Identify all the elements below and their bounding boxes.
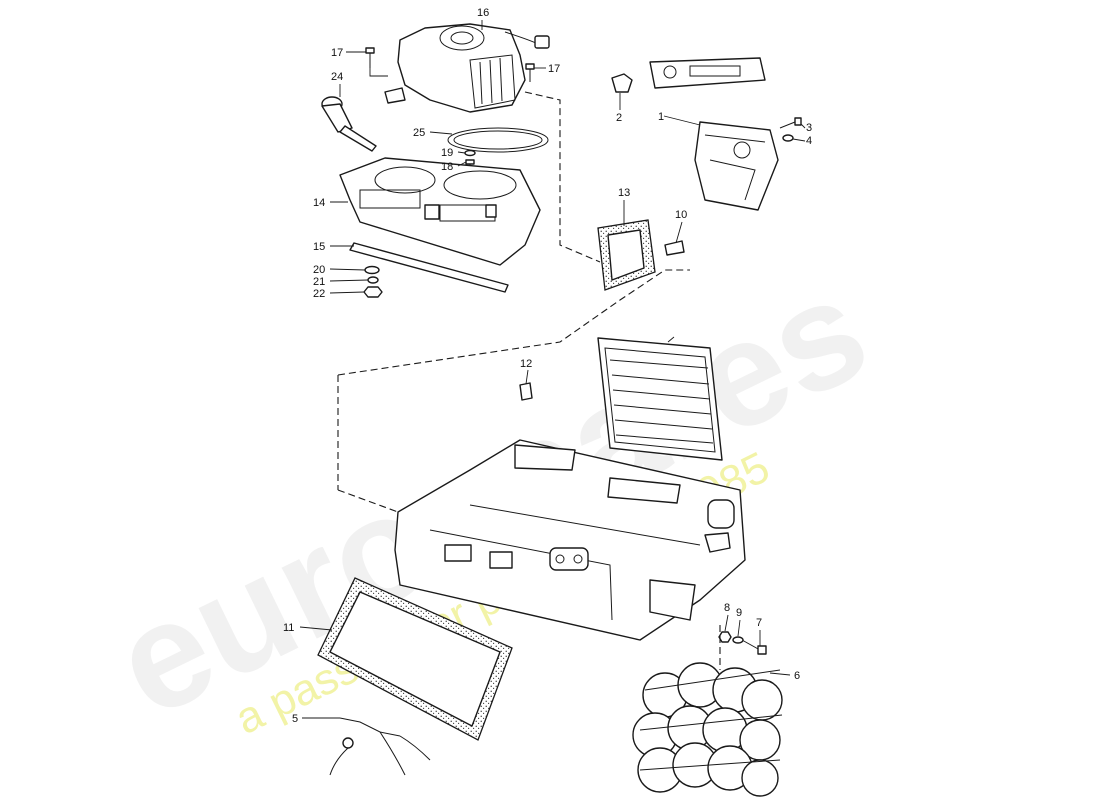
part-11-gasket-frame <box>317 577 513 741</box>
part-14-fan-housing <box>339 157 541 266</box>
callout-13: 13 <box>618 187 630 199</box>
callout-5: 5 <box>292 713 298 725</box>
part-17-screw-left <box>365 47 375 68</box>
part-24-gasket <box>447 127 549 153</box>
part-9-washer <box>732 636 744 644</box>
callout-3: 3 <box>806 122 812 134</box>
callout-9: 9 <box>736 607 742 619</box>
assembly-lines <box>337 91 721 670</box>
part-7-bolt <box>741 639 767 655</box>
callout-7: 7 <box>756 617 762 629</box>
callout-8: 8 <box>724 602 730 614</box>
callout-21: 21 <box>313 276 325 288</box>
callout-18: 18 <box>441 161 453 173</box>
part-12-clip <box>519 382 533 401</box>
part-6-ball-net <box>632 662 783 797</box>
callout-14: 14 <box>313 197 325 209</box>
callout-2: 2 <box>616 112 622 124</box>
part-3-screw <box>779 117 802 129</box>
callout-11: 11 <box>283 622 294 634</box>
part-5-cable <box>329 717 431 776</box>
callout-22: 22 <box>313 288 325 300</box>
part-23-rotary-switch <box>321 96 377 152</box>
callout-23: 24 <box>331 71 343 83</box>
part-20-washer <box>364 265 380 275</box>
part-2-connector <box>611 73 633 93</box>
callout-17-right: 17 <box>548 63 560 75</box>
callout-19: 19 <box>441 147 453 159</box>
part-15-strip <box>349 242 509 293</box>
part-13-duct <box>597 219 656 291</box>
part-10-clip <box>664 240 685 256</box>
callout-12: 12 <box>520 358 532 370</box>
callout-24: 25 <box>413 127 425 139</box>
heater-box-housing <box>394 439 746 641</box>
part-22-nut <box>363 286 383 298</box>
callout-10: 10 <box>675 209 687 221</box>
part-25-filter <box>597 337 723 461</box>
callout-6: 6 <box>794 670 800 682</box>
part-16-blower-housing <box>384 23 550 113</box>
callout-16: 16 <box>477 7 489 19</box>
callout-15: 15 <box>313 241 325 253</box>
part-1-control-unit <box>649 57 779 211</box>
callout-labels: 16 17 17 24 2 1 3 4 25 19 18 14 13 10 15… <box>283 7 812 725</box>
part-4-washer <box>782 134 794 142</box>
leader-lines <box>299 20 806 719</box>
callout-1: 1 <box>658 111 664 123</box>
callout-20: 20 <box>313 264 325 276</box>
part-8-nut <box>718 631 732 643</box>
part-19-washer <box>464 149 476 157</box>
part-17-screw-right <box>525 63 535 82</box>
part-21-washer <box>367 276 379 284</box>
callout-4: 4 <box>806 135 812 147</box>
callout-17-left: 17 <box>331 47 343 59</box>
